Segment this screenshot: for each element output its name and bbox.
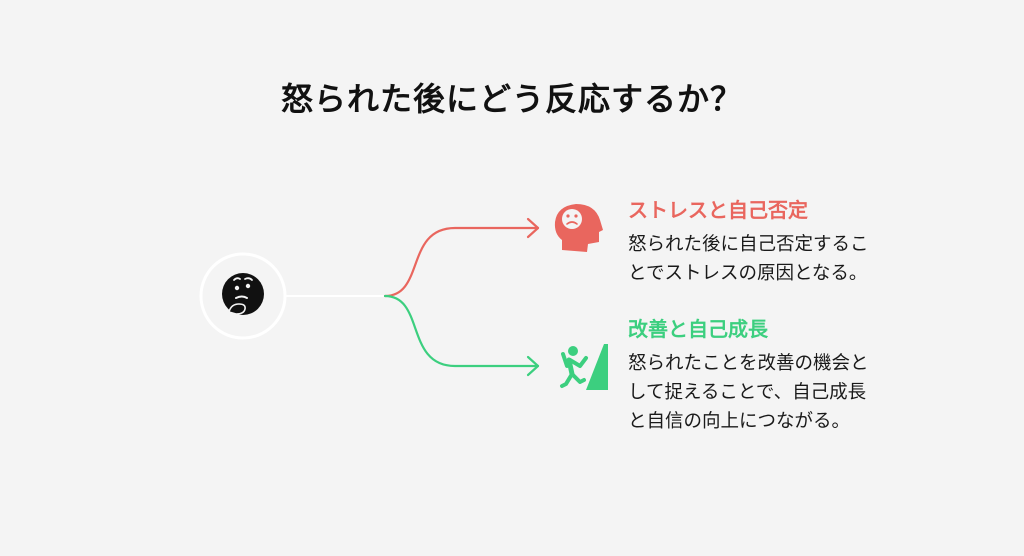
description-line: して捉えることで、自己成長 [628,382,867,403]
sad-head-icon [554,204,603,252]
branch-positive-title: 改善と自己成長 [628,317,768,341]
arrowhead-positive [526,355,540,377]
description-line: と自信の向上につながる。 [628,411,851,432]
branch-positive-description: 怒られたことを改善の機会と して捉えることで、自己成長 と自信の向上につながる。 [628,349,928,436]
thinking-face-icon [222,273,264,315]
climbing-person-icon [560,344,608,390]
branch-negative-title: ストレスと自己否定 [628,198,808,222]
description-line: 怒られた後に自己否定するこ [628,234,869,255]
branch-negative-description: 怒られた後に自己否定するこ とでストレスの原因となる。 [628,230,928,288]
arrowhead-negative [526,217,540,239]
description-line: 怒られたことを改善の機会と [628,353,869,374]
description-line: とでストレスの原因となる。 [628,263,868,284]
connector-negative [383,226,540,298]
connector-positive [383,294,540,368]
page-title: 怒られた後にどう反応するか？ [280,80,743,118]
